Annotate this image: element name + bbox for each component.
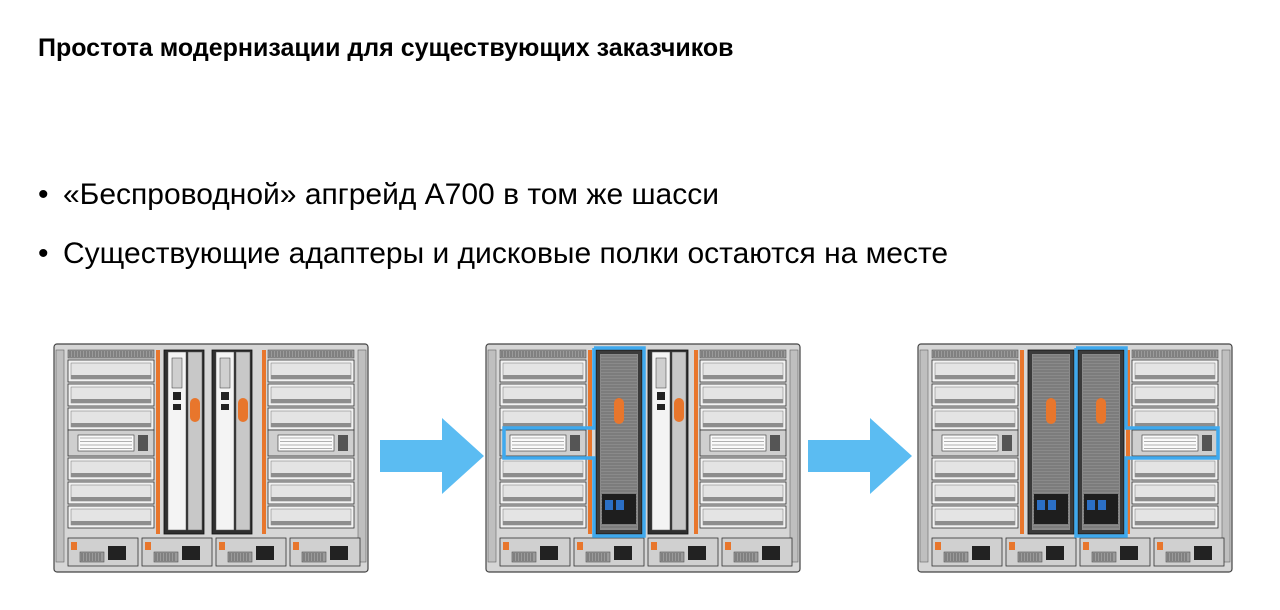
bullet-item: • Существующие адаптеры и дисковые полки … <box>38 235 948 273</box>
bullet-list: • «Беспроводной» апгрейд A700 в том же ша… <box>38 176 948 294</box>
arrow-right-icon <box>380 418 484 494</box>
arrow-right-icon <box>808 418 912 494</box>
chassis-drawing <box>485 343 801 573</box>
bullet-text: Существующие адаптеры и дисковые полки о… <box>63 237 949 270</box>
chassis-step-2 <box>484 342 802 574</box>
slide-title: Простота модернизации для существующих з… <box>38 34 734 62</box>
chassis-step-3 <box>916 342 1234 574</box>
chassis-drawing <box>917 343 1233 573</box>
bullet-marker: • <box>38 178 49 211</box>
bullet-text: «Беспроводной» апгрейд A700 в том же шас… <box>63 178 719 211</box>
bullet-marker: • <box>38 237 49 270</box>
chassis-drawing <box>53 343 369 573</box>
chassis-original <box>52 342 370 574</box>
bullet-item: • «Беспроводной» апгрейд A700 в том же ша… <box>38 176 948 214</box>
